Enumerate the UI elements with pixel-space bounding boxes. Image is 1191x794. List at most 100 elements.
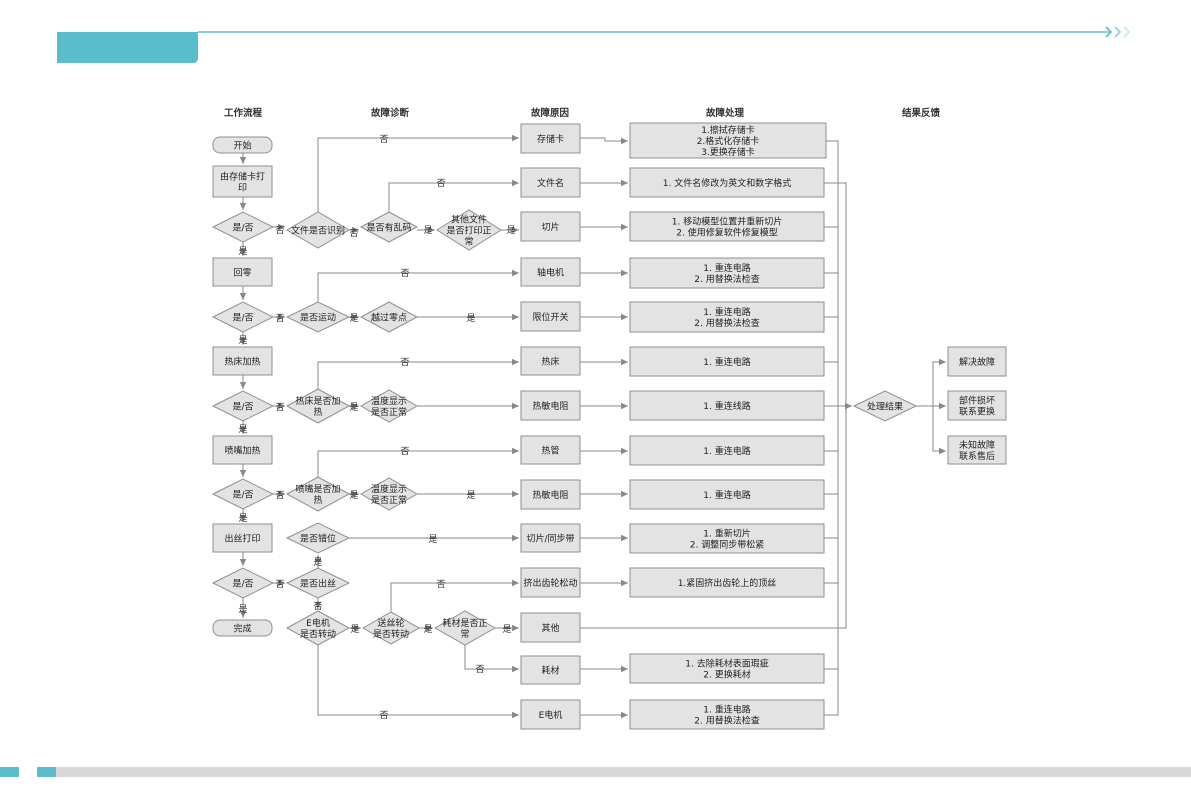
node-label: 其他文件 bbox=[451, 213, 487, 225]
node-label: 1.紧固挤出齿轮上的顶丝 bbox=[678, 577, 777, 589]
node-label: 是否转动 bbox=[300, 628, 336, 640]
header-cause: 故障原因 bbox=[531, 107, 569, 119]
cause-gear-loose-node: 挤出齿轮松动 bbox=[520, 567, 581, 598]
edge-label-no: 否 bbox=[275, 402, 284, 413]
header-decoration bbox=[57, 26, 1131, 63]
edge-label-yes: 是 bbox=[502, 624, 511, 635]
garbled-decision: 是否有乱码 bbox=[359, 211, 419, 243]
connector-line bbox=[317, 645, 519, 719]
node-label: 未知故障 bbox=[959, 439, 995, 451]
cause-axis-motor-node: 轴电机 bbox=[520, 257, 581, 287]
node-label: E电机 bbox=[306, 617, 330, 629]
node-label: 热敏电阻 bbox=[532, 489, 568, 501]
start-node: 开始 bbox=[212, 136, 273, 154]
connector-line bbox=[824, 140, 839, 716]
connector-line bbox=[580, 137, 628, 145]
node-label: 1. 重新切片 bbox=[703, 527, 750, 539]
node-label: 由存储卡打 bbox=[220, 170, 265, 182]
edge-label-yes: 是 bbox=[238, 246, 247, 257]
connector-line bbox=[317, 358, 519, 389]
edge-label-yes: 是 bbox=[466, 490, 475, 501]
edge-label-no: 否 bbox=[436, 579, 445, 590]
edge-label-yes: 是 bbox=[349, 402, 358, 413]
node-label: 喷嘴加热 bbox=[224, 444, 260, 456]
connector-line bbox=[390, 579, 519, 612]
connector-line bbox=[932, 406, 946, 455]
node-label: 切片/同步带 bbox=[526, 532, 574, 544]
footer-bar bbox=[56, 767, 1191, 777]
edge-label-no: 否 bbox=[275, 490, 284, 501]
node-label: 文件名 bbox=[537, 177, 564, 189]
node-label: 是/否 bbox=[232, 401, 253, 412]
node-label: 1. 重连电路 bbox=[703, 489, 750, 501]
edge-label-no: 否 bbox=[400, 268, 409, 279]
cause-filename-node: 文件名 bbox=[520, 167, 581, 198]
decision-yes-no-2: 是/否 bbox=[211, 301, 275, 333]
node-label: 常 bbox=[460, 628, 469, 640]
node-label: 热管 bbox=[541, 444, 559, 456]
node-label: 送丝轮 bbox=[377, 617, 404, 629]
node-label: 2. 调整同步带松紧 bbox=[690, 538, 764, 550]
chevrons-icon bbox=[1105, 26, 1131, 38]
file-recognized-decision: 文件是否识别 bbox=[286, 211, 350, 249]
node-label: E电机 bbox=[539, 709, 563, 721]
edge-label-no: 否 bbox=[275, 313, 284, 324]
node-label: 温度显示 bbox=[371, 395, 407, 407]
cause-emotor-node: E电机 bbox=[520, 699, 581, 730]
node-label: 解决故障 bbox=[959, 356, 995, 368]
node-label: 1. 移动模型位置并重新切片 bbox=[672, 215, 782, 227]
extruding-decision: 是否出丝 bbox=[285, 567, 351, 599]
node-label: 开始 bbox=[233, 139, 251, 151]
column-headers: 工作流程 故障诊断 故障原因 故障处理 结果反馈 bbox=[224, 107, 941, 119]
node-label: 2. 用替换法检查 bbox=[694, 317, 759, 329]
node-label: 热床加热 bbox=[224, 355, 260, 367]
edge-label-yes: 是 bbox=[350, 624, 359, 635]
edge-label-yes: 是 bbox=[423, 225, 432, 236]
node-label: 是/否 bbox=[232, 578, 253, 589]
edge-label-yes: 是 bbox=[313, 557, 322, 568]
cause-slice-belt-node: 切片/同步带 bbox=[520, 523, 581, 553]
extrude-print-node: 出丝打印 bbox=[212, 523, 273, 553]
node-label: 挤出齿轮松动 bbox=[523, 577, 577, 589]
cause-other-node: 其他 bbox=[520, 612, 581, 643]
edge-label-no: 否 bbox=[379, 134, 388, 145]
node-label: 常 bbox=[464, 235, 473, 247]
edge-labels: 是是是是是否否是是否否否是是否否是否否是是否是否是否是是是否否否 bbox=[238, 134, 515, 721]
header-diagnosis: 故障诊断 bbox=[371, 107, 410, 119]
node-label: 温度显示 bbox=[371, 483, 407, 495]
bed-heat-node: 热床加热 bbox=[212, 346, 273, 376]
edge-label-yes: 是 bbox=[238, 513, 247, 524]
node-label: 文件是否识别 bbox=[291, 224, 345, 236]
edge-label-yes: 是 bbox=[349, 490, 358, 501]
node-label: 喷嘴是否加 bbox=[295, 484, 340, 495]
node-label: 1.擦拭存储卡 bbox=[701, 124, 755, 136]
footer-decoration bbox=[0, 767, 1191, 777]
decision-yes-no-5: 是/否 bbox=[211, 567, 275, 599]
cause-slice-node: 切片 bbox=[520, 211, 581, 242]
node-label: 是否有乱码 bbox=[366, 221, 411, 233]
node-label: 出丝打印 bbox=[224, 532, 260, 544]
node-label: 是/否 bbox=[232, 489, 253, 500]
node-label: 3.更换存储卡 bbox=[701, 146, 755, 158]
node-label: 是/否 bbox=[232, 312, 253, 323]
node-label: 存储卡 bbox=[537, 133, 564, 145]
node-label: 1. 重连电路 bbox=[703, 356, 750, 368]
edge-label-yes: 是 bbox=[238, 424, 247, 435]
cause-heat-tube-node: 热管 bbox=[520, 435, 581, 465]
edge-label-no: 否 bbox=[379, 710, 388, 721]
home-node: 回零 bbox=[212, 257, 273, 287]
node-label: 热 bbox=[313, 406, 322, 418]
edge-label-no: 否 bbox=[275, 225, 284, 236]
